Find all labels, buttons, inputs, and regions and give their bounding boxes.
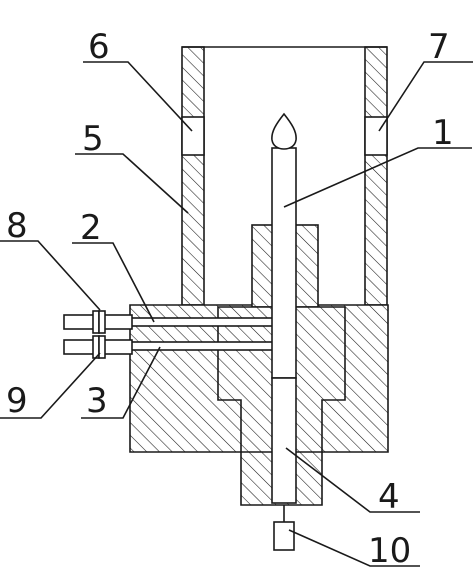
pipe-fitting-lower [63, 335, 133, 359]
leader-lines [0, 61, 473, 567]
lower-stem [271, 377, 297, 504]
label-1: 1 [432, 113, 454, 153]
label-8: 8 [6, 206, 28, 246]
label-9: 9 [6, 381, 28, 421]
label-5: 5 [82, 119, 104, 159]
pipe-fitting-upper [63, 310, 133, 334]
label-4: 4 [378, 477, 400, 517]
label-2: 2 [80, 208, 102, 248]
burner-tube [271, 147, 297, 379]
label-7: 7 [428, 27, 450, 67]
bottom-cap [273, 521, 295, 551]
label-10: 10 [368, 531, 411, 567]
outer-tube [181, 46, 388, 306]
label-3: 3 [86, 381, 108, 421]
label-6: 6 [88, 27, 110, 67]
flame-icon [271, 112, 297, 150]
lower-passage [129, 341, 281, 351]
